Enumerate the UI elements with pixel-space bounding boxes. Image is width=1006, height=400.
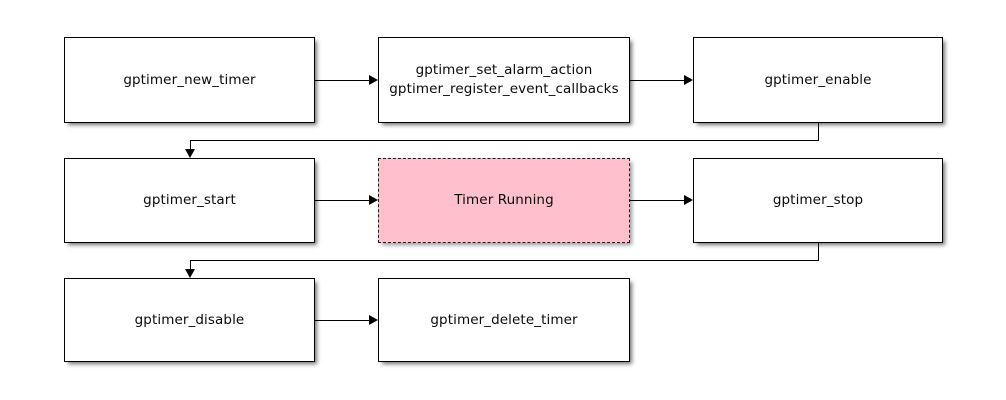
edge-enable-to-start-drop <box>190 140 191 151</box>
edge-stop-to-disable-drop <box>190 260 191 271</box>
node-gptimer-delete-timer[interactable]: gptimer_delete_timer <box>378 278 630 362</box>
node-gptimer-new-timer[interactable]: gptimer_new_timer <box>64 37 315 123</box>
node-label: gptimer_enable <box>764 71 872 88</box>
node-label: gptimer_new_timer <box>123 71 256 88</box>
edge-enable-to-start-down <box>818 123 819 141</box>
node-gptimer-set-alarm-action[interactable]: gptimer_set_alarm_action gptimer_registe… <box>378 37 630 123</box>
node-label: gptimer_start <box>143 192 236 209</box>
node-label: Timer Running <box>454 192 554 209</box>
edge-disable-to-delete-timer <box>315 320 369 321</box>
node-label: gptimer_set_alarm_action gptimer_registe… <box>389 62 619 97</box>
edge-arrowhead <box>369 74 378 85</box>
node-gptimer-enable[interactable]: gptimer_enable <box>693 37 943 123</box>
node-gptimer-disable[interactable]: gptimer_disable <box>64 278 315 362</box>
edge-timer-running-to-stop <box>630 200 684 201</box>
edge-arrowhead <box>684 194 693 205</box>
edge-enable-to-start-across <box>190 140 819 141</box>
edge-arrowhead <box>684 74 693 85</box>
node-timer-running[interactable]: Timer Running <box>378 158 630 243</box>
edge-new-timer-to-set-alarm <box>315 80 369 81</box>
edge-arrowhead <box>369 194 378 205</box>
node-label: gptimer_delete_timer <box>430 311 578 328</box>
edge-stop-to-disable-down <box>818 243 819 261</box>
node-gptimer-stop[interactable]: gptimer_stop <box>693 158 943 243</box>
node-label: gptimer_disable <box>134 311 245 328</box>
edge-arrowhead <box>184 149 195 158</box>
edge-start-to-timer-running <box>315 200 369 201</box>
edge-arrowhead <box>369 314 378 325</box>
edge-stop-to-disable-across <box>190 260 819 261</box>
node-label: gptimer_stop <box>772 192 864 209</box>
node-gptimer-start[interactable]: gptimer_start <box>64 158 315 243</box>
edge-arrowhead <box>184 269 195 278</box>
edge-set-alarm-to-enable <box>630 80 684 81</box>
